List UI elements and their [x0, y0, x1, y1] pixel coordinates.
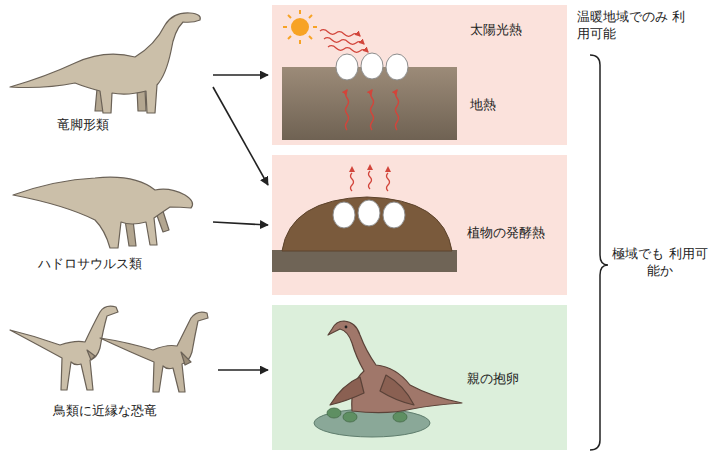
drawing-part [333, 200, 405, 228]
drawing-part [330, 377, 364, 405]
panel-label: 地熱 [470, 97, 496, 113]
panel-label: 植物の発酵熱 [467, 225, 545, 241]
sun-ground-nest [272, 5, 567, 145]
drawing-part [313, 26, 317, 28]
drawing-part [288, 36, 291, 39]
drawing-part [320, 30, 360, 37]
drawing-part [87, 350, 95, 360]
drawing-part [387, 173, 390, 191]
drawing-part [328, 321, 462, 413]
drawing-part [343, 412, 357, 422]
drawing-part [324, 38, 364, 45]
drawing-part [309, 36, 312, 39]
drawing-part [336, 53, 408, 80]
drawing-part [288, 15, 291, 18]
drawing-part [367, 164, 373, 170]
drawing-part [351, 173, 354, 191]
drawing-part [10, 306, 208, 392]
bracket-line [590, 55, 608, 450]
drawing-part [351, 171, 390, 191]
dinosaur-group: 竜脚形類 [5, 5, 210, 140]
drawing-part [349, 166, 355, 172]
drawing-part [349, 164, 391, 172]
bracket-note: 極域でも 利用可能か [610, 246, 710, 280]
dinosaur-group: 鳥類に近縁な恐竜 [5, 290, 215, 425]
drawing-part [386, 54, 408, 80]
drawing-part [314, 409, 430, 437]
drawing-part [13, 177, 193, 248]
drawing-part [327, 408, 341, 418]
drawing-part [299, 10, 301, 14]
drawing-part [309, 15, 312, 18]
drawing-part [371, 90, 374, 130]
drawing-part [396, 90, 399, 130]
drawing-part [328, 321, 462, 413]
drawing-part [385, 166, 391, 172]
drawing-part [380, 375, 414, 405]
drawing-part [181, 352, 191, 365]
drawing-part [345, 326, 348, 329]
drawing-part [358, 200, 380, 226]
drawing-part [283, 26, 287, 28]
drawing-part [291, 18, 309, 36]
heat-panel: 植物の発酵熱 [272, 155, 567, 295]
group-label: 鳥類に近縁な恐竜 [53, 403, 157, 419]
heat-panel: 太陽光熱地熱 [272, 5, 567, 145]
brooding-panel: 親の抱卵 [272, 305, 567, 450]
drawing-part [393, 412, 407, 422]
panel-label: 親の抱卵 [467, 371, 519, 387]
drawing-part [13, 177, 193, 248]
drawing-part [328, 46, 368, 53]
group-label: 竜脚形類 [57, 117, 109, 133]
drawing-part [346, 90, 349, 130]
drawing-part [299, 40, 301, 44]
drawing-part [10, 306, 118, 390]
drawing-part [346, 90, 399, 130]
drawing-part [272, 250, 457, 272]
drawing-part [320, 30, 368, 53]
drawing-part [333, 202, 355, 228]
note-text: 温暖地域でのみ 利用可能 [577, 9, 687, 43]
drawing-part [283, 10, 317, 44]
arrow-connector [213, 222, 268, 225]
drawing-part [282, 197, 452, 251]
group-label: ハドロサウルス類 [38, 256, 142, 272]
drawing-part [361, 53, 383, 79]
drawing-part [10, 13, 200, 113]
panel-label: 太陽光熱 [470, 22, 522, 38]
dinosaur-group: ハドロサウルス類 [5, 150, 210, 280]
arrow-connector [213, 74, 268, 76]
drawing-part [369, 171, 372, 189]
drawing-part [10, 13, 200, 113]
arrow-connector [218, 369, 268, 371]
drawing-part [383, 202, 405, 228]
drawing-part [336, 54, 358, 80]
drawing-part [100, 312, 208, 392]
brooding-dinosaur [272, 305, 567, 450]
arrow-connector [213, 87, 268, 185]
